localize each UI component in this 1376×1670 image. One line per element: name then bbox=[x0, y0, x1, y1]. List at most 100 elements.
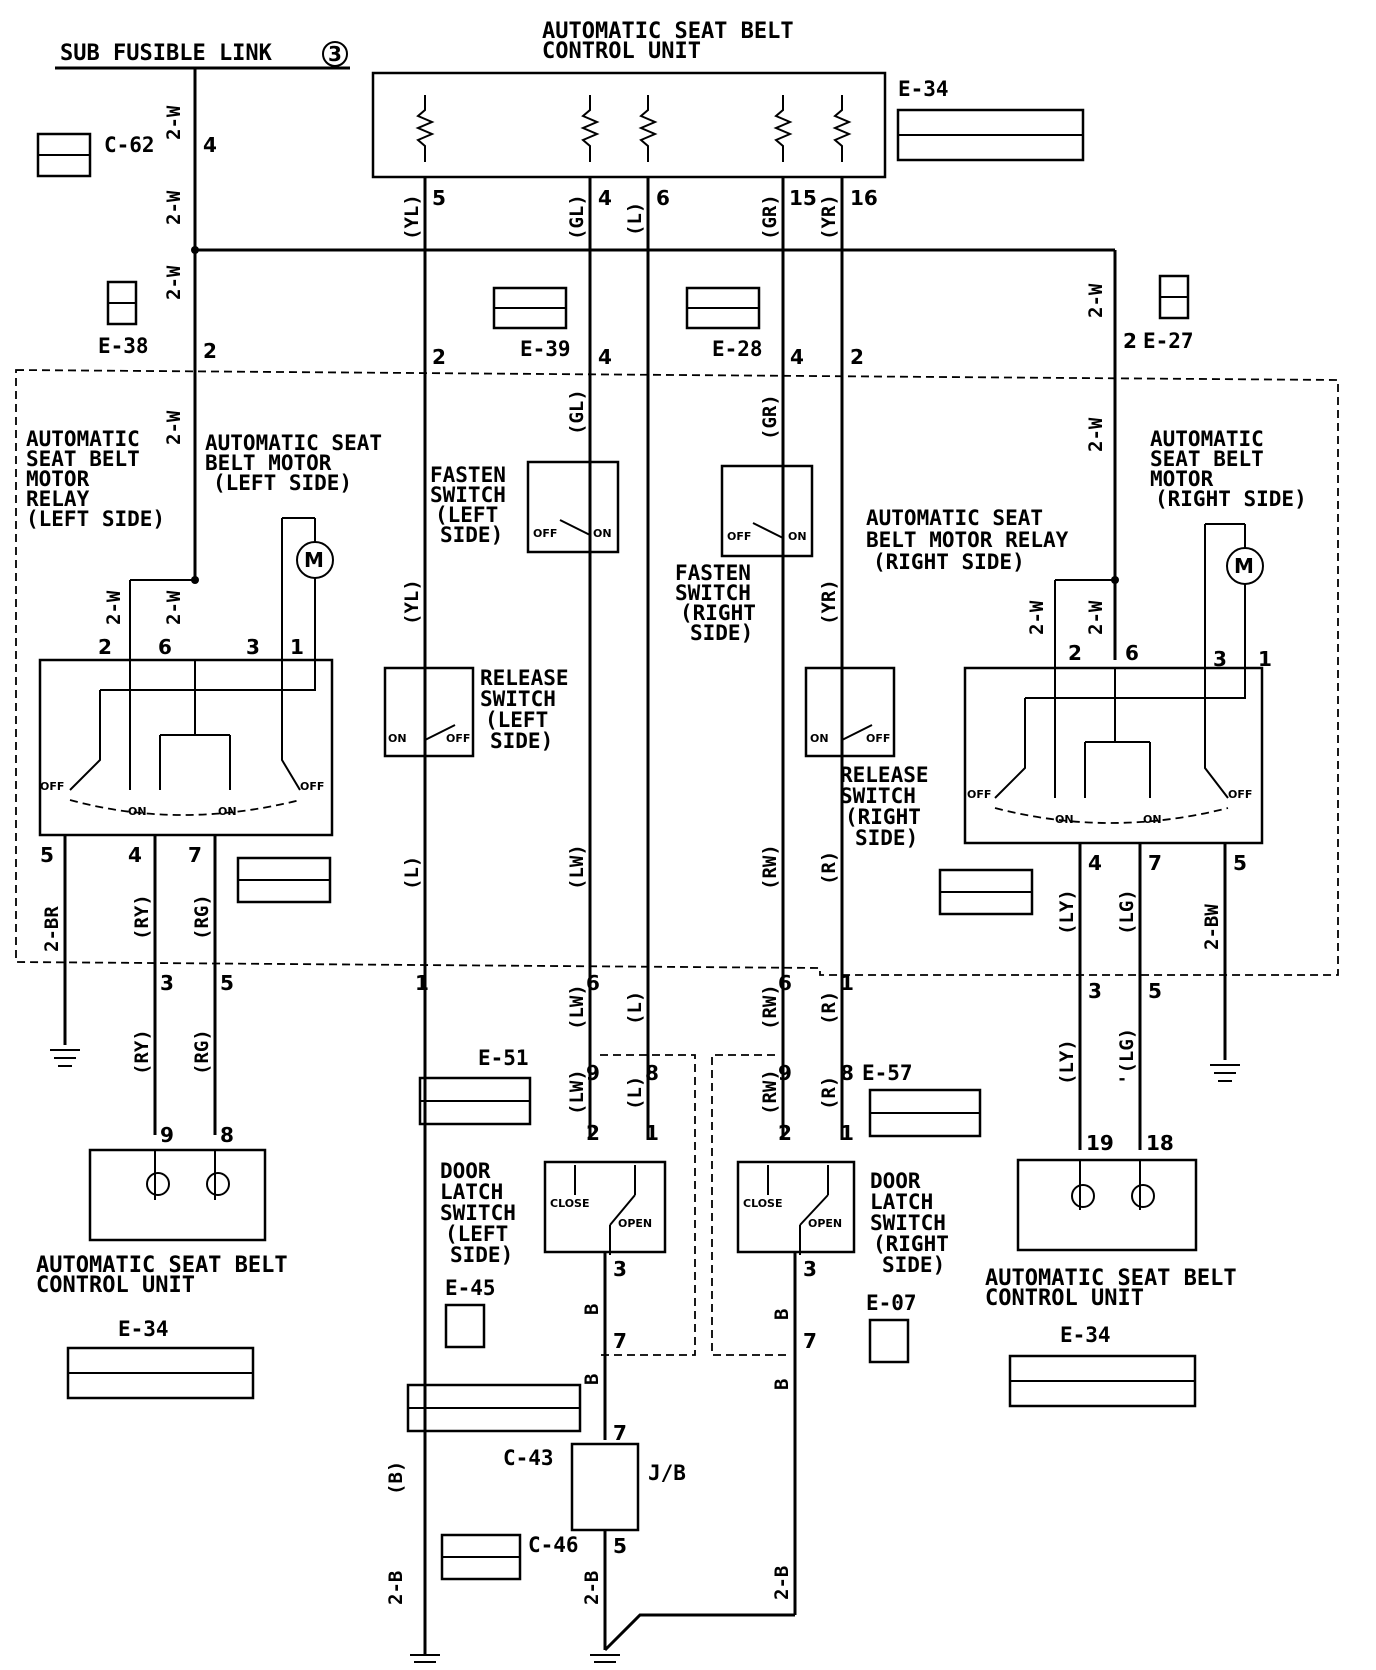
wire-label-l-low: (L) bbox=[624, 1076, 646, 1110]
wire-label-2br: 2-BR bbox=[41, 906, 63, 952]
door-right-pin-1: 1 bbox=[840, 1121, 854, 1145]
e51-label: E-51 bbox=[478, 1046, 529, 1070]
relay-left-coils bbox=[159, 734, 231, 790]
wire-label-2w-l6: 2-W bbox=[163, 590, 185, 625]
cu-pin-6: 6 bbox=[656, 186, 670, 210]
e28-pin-2: 2 bbox=[850, 345, 864, 369]
wire-label-b-b: B bbox=[581, 1374, 603, 1385]
ground-bottom-left-icon bbox=[410, 1654, 440, 1663]
wire-label-b-paren: (B) bbox=[385, 1461, 407, 1495]
e34-label-left: E-34 bbox=[118, 1317, 169, 1341]
relay-right-pin-7: 7 bbox=[1148, 851, 1162, 875]
relay-right-off-a: OFF bbox=[967, 788, 991, 801]
door-latch-left-label: DOOR LATCH SWITCH (LEFT SIDE) bbox=[440, 1159, 516, 1267]
door-right-pin-7: 7 bbox=[803, 1329, 817, 1353]
bus-junction-left bbox=[191, 246, 199, 254]
release-right-label: RELEASE SWITCH (RIGHT SIDE) bbox=[840, 763, 929, 850]
relay-left-pin-1: 1 bbox=[290, 635, 304, 659]
wire-label-gr-mid: (GR) bbox=[759, 394, 781, 440]
e27-label: E-27 bbox=[1143, 329, 1194, 353]
relay-left-inner-top bbox=[100, 660, 316, 691]
relay-left-pin-3: 3 bbox=[246, 635, 260, 659]
wire-label-yr-mid: (YR) bbox=[818, 579, 840, 625]
wire-2b-right-return bbox=[603, 1613, 795, 1652]
svg-text:SEAT BELT: SEAT BELT bbox=[26, 447, 140, 471]
wire-label-l-left: (L) bbox=[401, 856, 423, 890]
c62-label: C-62 bbox=[104, 133, 155, 157]
relay-left-pin-5: 5 bbox=[40, 843, 54, 867]
right-cu-pin-19: 19 bbox=[1086, 1131, 1114, 1155]
wire-label-2b-center: 2-B bbox=[581, 1571, 603, 1605]
wire-label-gl-mid: (GL) bbox=[566, 389, 588, 435]
wire-label-2w-r2: 2-W bbox=[1085, 417, 1107, 452]
wire-label-rw-b: (RW) bbox=[759, 984, 781, 1030]
e28-pin-4: 4 bbox=[790, 345, 804, 369]
top-control-unit-title-1: AUTOMATIC SEAT BELT bbox=[542, 19, 794, 44]
door-right-pin-2: 2 bbox=[778, 1121, 792, 1145]
fasten-right-label: FASTEN SWITCH (RIGHT SIDE) bbox=[675, 561, 756, 645]
left-control-unit-box bbox=[88, 1148, 267, 1242]
release-switch-left-box bbox=[383, 666, 475, 758]
svg-text:SIDE): SIDE) bbox=[690, 621, 753, 645]
svg-text:SWITCH: SWITCH bbox=[675, 581, 751, 605]
wire-label-b-a: B bbox=[581, 1304, 603, 1315]
svg-text:(RIGHT SIDE): (RIGHT SIDE) bbox=[873, 550, 1025, 574]
motor-right-label: AUTOMATIC SEAT BELT MOTOR (RIGHT SIDE) bbox=[1150, 427, 1307, 511]
door-latch-right-label: DOOR LATCH SWITCH (RIGHT SIDE) bbox=[870, 1169, 949, 1277]
wire-label-ry-a: (RY) bbox=[131, 894, 153, 940]
wire-label-ly-b: (LY) bbox=[1056, 1039, 1078, 1085]
release-left-on: ON bbox=[388, 732, 407, 745]
ground-bottom-center-icon bbox=[590, 1654, 620, 1663]
fasten-switch-right-contact bbox=[752, 484, 784, 539]
relay-right-on-a: ON bbox=[1055, 813, 1074, 826]
relay-left-pin-4: 4 bbox=[128, 843, 142, 867]
e39-label: E-39 bbox=[520, 337, 571, 361]
wire-label-2w-r-6: 2-W bbox=[1085, 600, 1107, 635]
wire-lw-pin-6: 6 bbox=[586, 971, 600, 995]
svg-text:BELT MOTOR: BELT MOTOR bbox=[205, 451, 332, 475]
svg-text:SWITCH: SWITCH bbox=[840, 784, 916, 808]
release-right-off: OFF bbox=[866, 732, 890, 745]
e45-label: E-45 bbox=[445, 1276, 496, 1300]
motor-right-m: M bbox=[1234, 554, 1254, 578]
wire-label-r-a: (R) bbox=[818, 851, 840, 885]
relay-right-coils bbox=[1084, 741, 1151, 798]
e57-pin-8: 8 bbox=[840, 1061, 854, 1085]
svg-text:SIDE): SIDE) bbox=[450, 1243, 513, 1267]
fasten-right-off: OFF bbox=[727, 530, 751, 543]
svg-text:(RIGHT: (RIGHT bbox=[680, 601, 756, 625]
wire-label-rg-a: (RG) bbox=[191, 894, 213, 940]
door-left-open: OPEN bbox=[618, 1217, 652, 1230]
e45-connector-icon bbox=[444, 1303, 486, 1349]
door-left-pin-1: 1 bbox=[645, 1121, 659, 1145]
relay-right-pin-2: 2 bbox=[1068, 641, 1082, 665]
door-left-pin-2: 2 bbox=[586, 1121, 600, 1145]
release-switch-left-contact bbox=[424, 690, 456, 741]
wire-label-lw-c: (LW) bbox=[566, 1069, 588, 1115]
e39-pin-1: 1 bbox=[415, 971, 429, 995]
ground-right-icon bbox=[1210, 1064, 1240, 1082]
relay-right-label: AUTOMATIC SEAT BELT MOTOR RELAY (RIGHT S… bbox=[866, 506, 1069, 574]
fusible-link-number: 3 bbox=[328, 42, 342, 66]
right-cu-transistor-2-icon bbox=[1131, 1184, 1155, 1208]
cu-pin-4: 4 bbox=[598, 186, 612, 210]
relay-right-junction bbox=[1111, 576, 1119, 584]
wire-label-2w-l2: 2-W bbox=[103, 590, 125, 625]
right-wire-pin-5: 5 bbox=[1148, 979, 1162, 1003]
svg-text:(LEFT: (LEFT bbox=[485, 708, 548, 732]
relay-left-box bbox=[38, 658, 334, 837]
wire-label-2w-c: 2-W bbox=[163, 265, 185, 300]
cu-resistor-1 bbox=[415, 95, 435, 162]
right-wire-pin-3: 3 bbox=[1088, 979, 1102, 1003]
wire-label-gl-top: (GL) bbox=[566, 194, 588, 240]
relay-right-pin-3: 3 bbox=[1213, 647, 1227, 671]
wire-label-2w-a: 2-W bbox=[163, 105, 185, 140]
seat-belt-assembly-boundary bbox=[15, 369, 1339, 976]
e28-label: E-28 bbox=[712, 337, 763, 361]
right-cu-title-2: CONTROL UNIT bbox=[985, 1286, 1144, 1311]
wire-label-2w-b: 2-W bbox=[163, 190, 185, 225]
wire-label-rw-c: (RW) bbox=[759, 1069, 781, 1115]
left-cu-pin-8: 8 bbox=[220, 1123, 234, 1147]
door-latch-left-contact bbox=[574, 1165, 636, 1255]
